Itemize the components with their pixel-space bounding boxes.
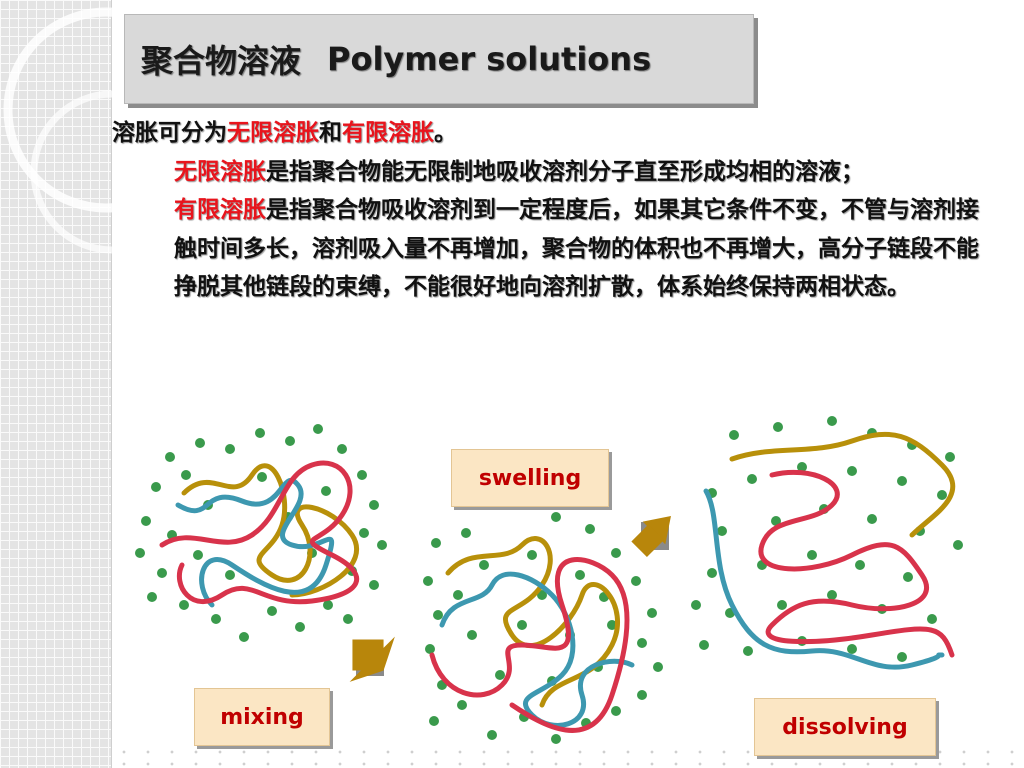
paragraph-limited: 有限溶胀是指聚合物吸收溶剂到一定程度后，如果其它条件不变，不管与溶剂接触时间多长… bbox=[112, 191, 984, 307]
decorative-side-strip bbox=[0, 0, 112, 768]
intro-period: 。 bbox=[434, 120, 457, 146]
polymer-chain-red-swelling bbox=[429, 557, 630, 733]
polymer-chain-gold-swelling bbox=[445, 536, 620, 708]
term-limited-swelling-def: 有限溶胀 bbox=[174, 197, 266, 223]
arrow-down-right-icon bbox=[349, 636, 395, 682]
dissolution-diagram bbox=[135, 416, 963, 744]
paragraph-unlimited: 无限溶胀是指聚合物能无限制地吸收溶剂分子直至形成均相的溶液； bbox=[112, 153, 984, 192]
stage-swelling-cluster bbox=[423, 490, 663, 744]
stage-mixing-cluster bbox=[135, 424, 387, 642]
page-title-chinese: 聚合物溶液 bbox=[141, 42, 302, 80]
solvent-dots-dissolving bbox=[691, 416, 963, 662]
term-unlimited-swelling: 无限溶胀 bbox=[227, 120, 319, 146]
polymer-chain-blue-swelling bbox=[439, 571, 635, 728]
polymer-chain-blue bbox=[175, 477, 335, 608]
definition-unlimited: 是指聚合物能无限制地吸收溶剂分子直至形成均相的溶液； bbox=[266, 158, 864, 185]
definition-limited: 是指聚合物吸收溶剂到一定程度后，如果其它条件不变，不管与溶剂接触时间多长，溶剂吸… bbox=[174, 197, 979, 300]
page-title-english: Polymer solutions bbox=[327, 40, 652, 78]
label-dissolving: dissolving bbox=[754, 698, 936, 756]
stage-dissolving-cluster bbox=[691, 416, 963, 670]
term-unlimited-swelling-def: 无限溶胀 bbox=[174, 158, 266, 185]
label-swelling: swelling bbox=[451, 449, 609, 507]
polymer-chain-blue-dissolving bbox=[703, 488, 945, 670]
body-text: 溶胀可分为无限溶胀和有限溶胀。 无限溶胀是指聚合物能无限制地吸收溶剂分子直至形成… bbox=[112, 114, 984, 307]
paragraph-intro: 溶胀可分为无限溶胀和有限溶胀。 bbox=[112, 114, 984, 153]
polymer-chain-red bbox=[159, 460, 359, 605]
label-mixing: mixing bbox=[194, 688, 330, 746]
polymer-chain-red-dissolving bbox=[758, 469, 955, 658]
arrow-up-right-icon bbox=[631, 516, 671, 558]
title-box: 聚合物溶液 Polymer solutions bbox=[124, 14, 754, 104]
polymer-chain-gold bbox=[181, 463, 360, 598]
solvent-dots-mixing bbox=[135, 424, 387, 642]
decorative-circles bbox=[3, 7, 112, 254]
intro-conjunction: 和 bbox=[319, 120, 342, 146]
polymer-chain-gold-dissolving bbox=[729, 431, 956, 538]
intro-text: 溶胀可分为 bbox=[112, 120, 227, 146]
term-limited-swelling: 有限溶胀 bbox=[342, 120, 434, 146]
